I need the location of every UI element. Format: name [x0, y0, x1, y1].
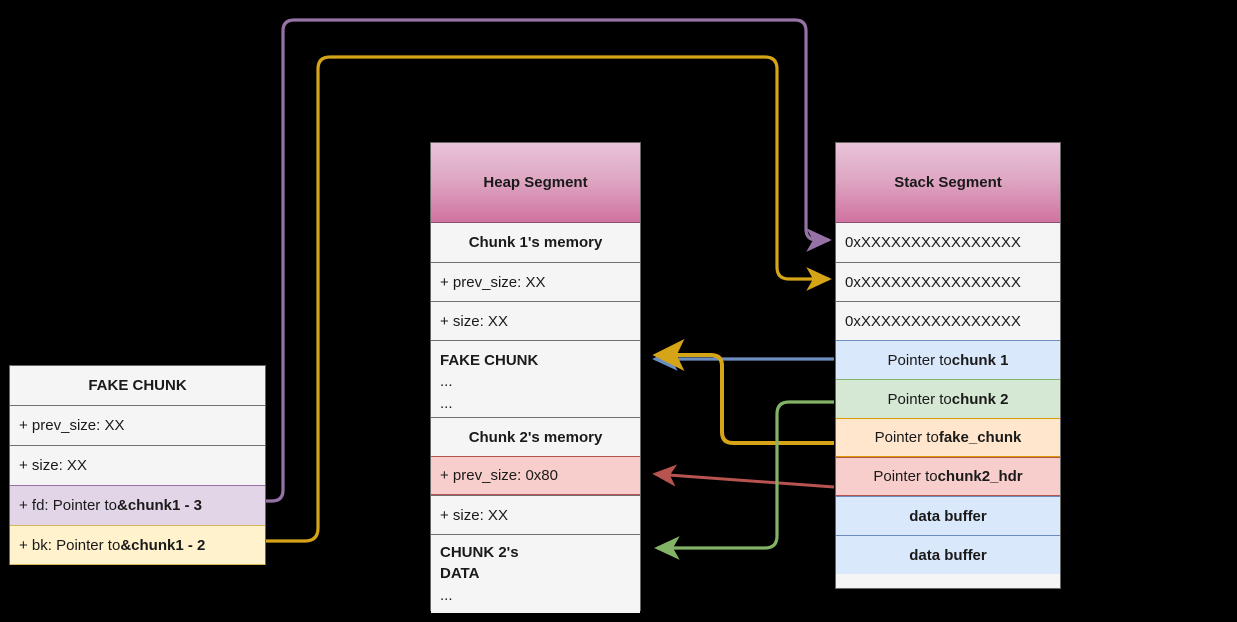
heap-row-chunk1-prev-size: + prev_size: XX [431, 262, 640, 301]
stack-row-pointer-to-chunk-2-target: chunk 2 [951, 390, 1009, 408]
stack-row-pointer-to-chunk-2: Pointer to chunk 2 [836, 379, 1060, 418]
fake-chunk-row-size: + size: XX [10, 445, 265, 485]
heap-row-chunk2-prev-size: + prev_size: 0x80 [431, 456, 640, 495]
heap-segment-title: Heap Segment [431, 143, 640, 223]
fake-chunk-row-bk-target: &chunk1 - 2 [120, 536, 206, 554]
heap-row-fake-chunk: FAKE CHUNK ... ... [431, 340, 640, 417]
heap-row-fake-chunk-line1: FAKE CHUNK [440, 352, 539, 370]
heap-row-fake-chunk-line2: ... [440, 373, 453, 391]
heap-row-chunk2-data-line1: CHUNK 2's [440, 544, 519, 562]
stack-segment-title: Stack Segment [836, 143, 1060, 223]
stack-row-pointer-to-chunk2-hdr-prefix: Pointer to [873, 468, 938, 485]
fake-chunk-row-fd: + fd: Pointer to &chunk1 - 3 [10, 485, 265, 525]
stack-row-address-3: 0xXXXXXXXXXXXXXXXX [836, 301, 1060, 340]
stack-segment-box: Stack Segment 0xXXXXXXXXXXXXXXXX 0xXXXXX… [835, 142, 1061, 589]
heap-row-chunk2-memory: Chunk 2's memory [431, 417, 640, 456]
heap-segment-box: Heap Segment Chunk 1's memory + prev_siz… [430, 142, 641, 613]
stack-row-pointer-to-fake-chunk-target: fake_chunk [938, 429, 1022, 446]
stack-row-pointer-to-chunk2-hdr: Pointer to chunk2_hdr [836, 457, 1060, 496]
heap-row-chunk2-data: CHUNK 2's DATA ... [431, 534, 640, 613]
stack-row-data-buffer-1: data buffer [836, 496, 1060, 535]
heap-row-chunk2-data-line3: ... [440, 586, 453, 604]
connector-fake-chunk-pointer-to-fake-chunk-region [652, 339, 834, 445]
stack-row-data-buffer-2: data buffer [836, 535, 1060, 574]
heap-row-chunk2-data-line2: DATA [440, 565, 480, 583]
stack-row-pointer-to-fake-chunk: Pointer to fake_chunk [836, 418, 1060, 457]
fake-chunk-box: FAKE CHUNK + prev_size: XX + size: XX + … [9, 365, 266, 565]
stack-row-pointer-to-chunk2-hdr-target: chunk2_hdr [937, 468, 1023, 485]
fake-chunk-row-prev-size: + prev_size: XX [10, 405, 265, 445]
fake-chunk-row-bk-prefix: + bk: Pointer to [19, 536, 121, 554]
heap-row-chunk1-size: + size: XX [431, 301, 640, 340]
fake-chunk-title: FAKE CHUNK [10, 366, 265, 405]
stack-row-address-1: 0xXXXXXXXXXXXXXXXX [836, 223, 1060, 262]
stack-row-address-2: 0xXXXXXXXXXXXXXXXX [836, 262, 1060, 301]
stack-row-pointer-to-chunk-1-prefix: Pointer to [887, 351, 952, 369]
stack-row-pointer-to-chunk-1: Pointer to chunk 1 [836, 340, 1060, 379]
heap-row-fake-chunk-line3: ... [440, 394, 453, 412]
stack-row-pointer-to-fake-chunk-prefix: Pointer to [874, 429, 939, 446]
heap-row-chunk1-memory: Chunk 1's memory [431, 223, 640, 262]
connector-chunk2-hdr-pointer-to-prev-size [652, 464, 835, 489]
stack-row-pointer-to-chunk-2-prefix: Pointer to [887, 390, 952, 408]
fake-chunk-row-bk: + bk: Pointer to &chunk1 - 2 [10, 525, 265, 565]
stack-row-pointer-to-chunk-1-target: chunk 1 [951, 351, 1009, 369]
heap-row-chunk2-size: + size: XX [431, 495, 640, 534]
connector-chunk2-pointer-to-chunk2-data [654, 400, 834, 560]
fake-chunk-row-fd-target: &chunk1 - 3 [116, 497, 203, 514]
fake-chunk-row-fd-prefix: + fd: Pointer to [19, 497, 117, 514]
